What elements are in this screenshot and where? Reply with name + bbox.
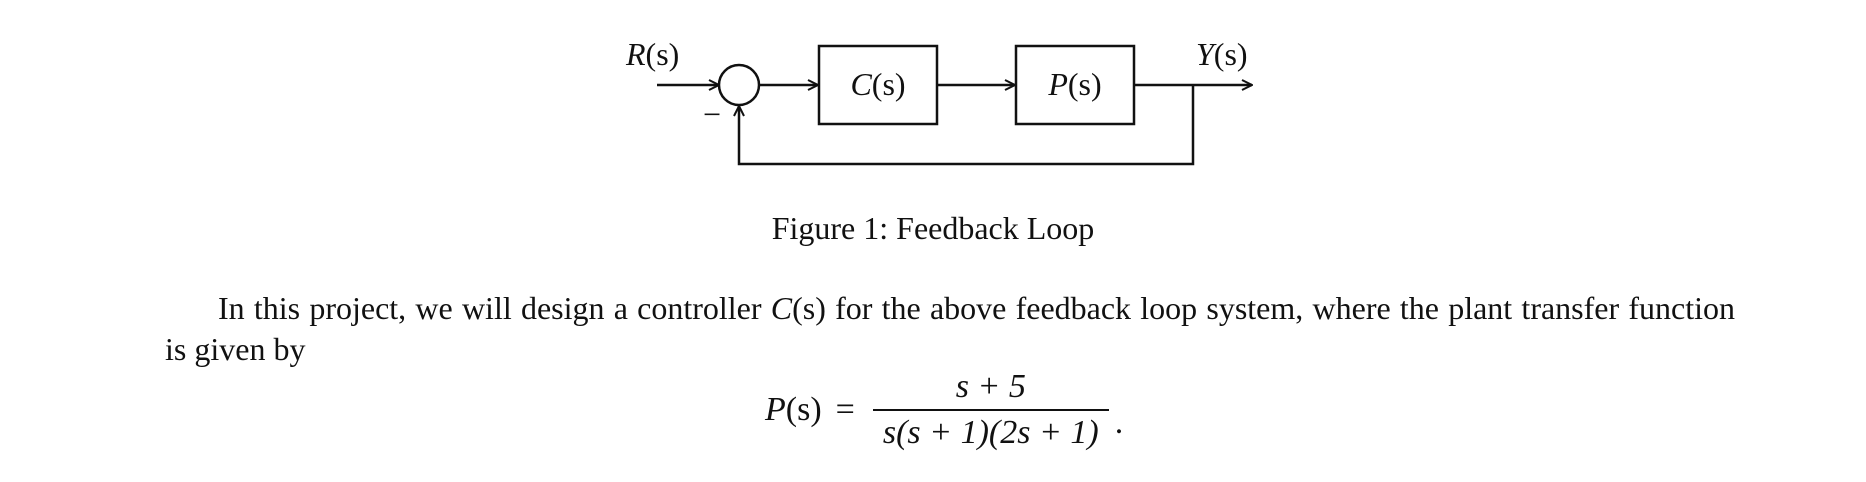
equation-trailing-period: . <box>1114 404 1124 441</box>
output-label: Y(s) <box>1196 36 1248 72</box>
controller-block-label: C(s) <box>850 66 906 102</box>
equation-lhs-arg: (s) <box>785 391 822 428</box>
paragraph-text-after: for the above feedback loop system, wher… <box>165 290 1736 367</box>
equation-denominator: s(s + 1)(2s + 1) <box>872 409 1109 451</box>
controller-block <box>817 44 939 126</box>
equation-lhs-name: P <box>765 391 786 428</box>
paragraph-math-arg: (s) <box>792 290 826 326</box>
transfer-function-equation: P (s) = s + 5 s(s + 1)(2s + 1) . <box>765 368 1124 451</box>
paragraph-text-before: In this project, we will design a contro… <box>218 290 771 326</box>
equation-fraction: s + 5 s(s + 1)(2s + 1) <box>872 368 1109 451</box>
plant-block-label: P(s) <box>1048 66 1102 102</box>
equation-operator: = <box>835 391 855 428</box>
equation-numerator: s + 5 <box>955 368 1026 405</box>
figure-caption: Figure 1: Feedback Loop <box>771 210 1095 246</box>
paragraph-math-name: C <box>770 290 793 326</box>
input-label: R(s) <box>626 36 680 72</box>
summing-junction-sign: − <box>703 96 722 132</box>
body-paragraph: In this project, we will design a contro… <box>165 288 1735 370</box>
feedback-path <box>739 85 1195 166</box>
feedback-loop-diagram <box>657 44 1866 166</box>
summing-junction <box>717 63 761 107</box>
